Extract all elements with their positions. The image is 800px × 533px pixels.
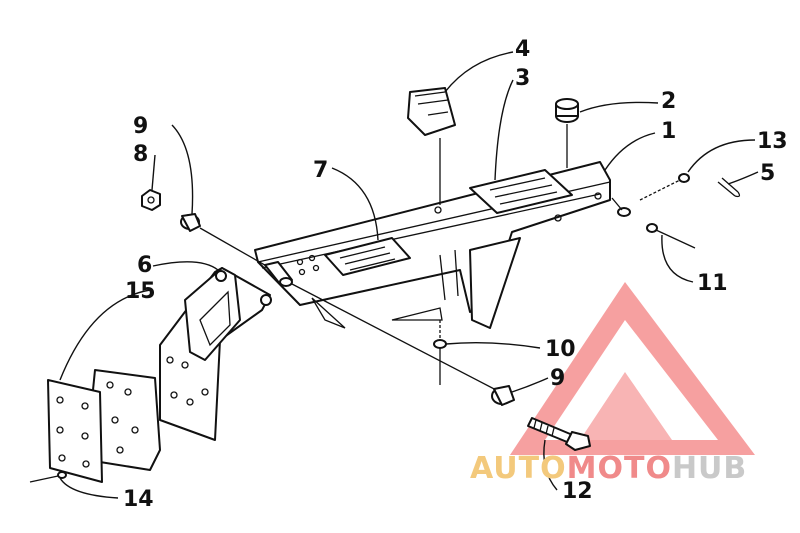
bracket-assembly	[159, 267, 272, 441]
clip-part-4	[407, 87, 456, 205]
washer-and-rivet-11	[611, 197, 696, 249]
callout-9-bottom: 9	[550, 366, 565, 391]
cable-part-13	[639, 173, 690, 201]
callout-3: 3	[515, 66, 530, 91]
bushing-part-9-bottom	[491, 385, 515, 406]
watermark-logo	[510, 282, 755, 455]
grommet-part-2	[555, 98, 579, 168]
callout-8: 8	[133, 142, 148, 167]
callout-labels: 1 2 3 4 5 6 7 8 9 9 10 11 12 13 14 15	[123, 37, 788, 512]
bolt-part-12	[527, 417, 591, 451]
callout-11: 11	[697, 271, 728, 296]
callout-13: 13	[757, 129, 788, 154]
callout-7: 7	[313, 158, 328, 183]
watermark-moto: MOTO	[567, 451, 672, 486]
plate-part-15	[47, 379, 103, 483]
callout-4: 4	[515, 37, 530, 62]
callout-6: 6	[137, 253, 152, 278]
callout-15: 15	[125, 279, 156, 304]
pin-part-5	[717, 177, 741, 198]
callout-14: 14	[123, 487, 154, 512]
callout-12: 12	[562, 479, 593, 504]
watermark-hub: HUB	[672, 451, 747, 486]
watermark-auto: AUTO	[470, 451, 567, 486]
callout-9-top: 9	[133, 114, 148, 139]
rivet-part-14	[29, 471, 67, 483]
bushing-part-9-top	[180, 213, 201, 232]
svg-text:AUTOMOTOHUB: AUTOMOTOHUB	[470, 451, 747, 486]
spacer-part-6	[264, 261, 293, 287]
decal-7	[324, 237, 411, 276]
callout-1: 1	[661, 119, 676, 144]
rivet-part-10	[433, 320, 447, 385]
decal-3	[469, 169, 573, 214]
nut-part-8	[141, 189, 161, 211]
callout-2: 2	[661, 89, 676, 114]
watermark-text: AUTOMOTOHUB	[470, 451, 747, 486]
callout-10: 10	[545, 337, 576, 362]
leader-lines	[59, 51, 759, 499]
callout-5: 5	[760, 161, 775, 186]
